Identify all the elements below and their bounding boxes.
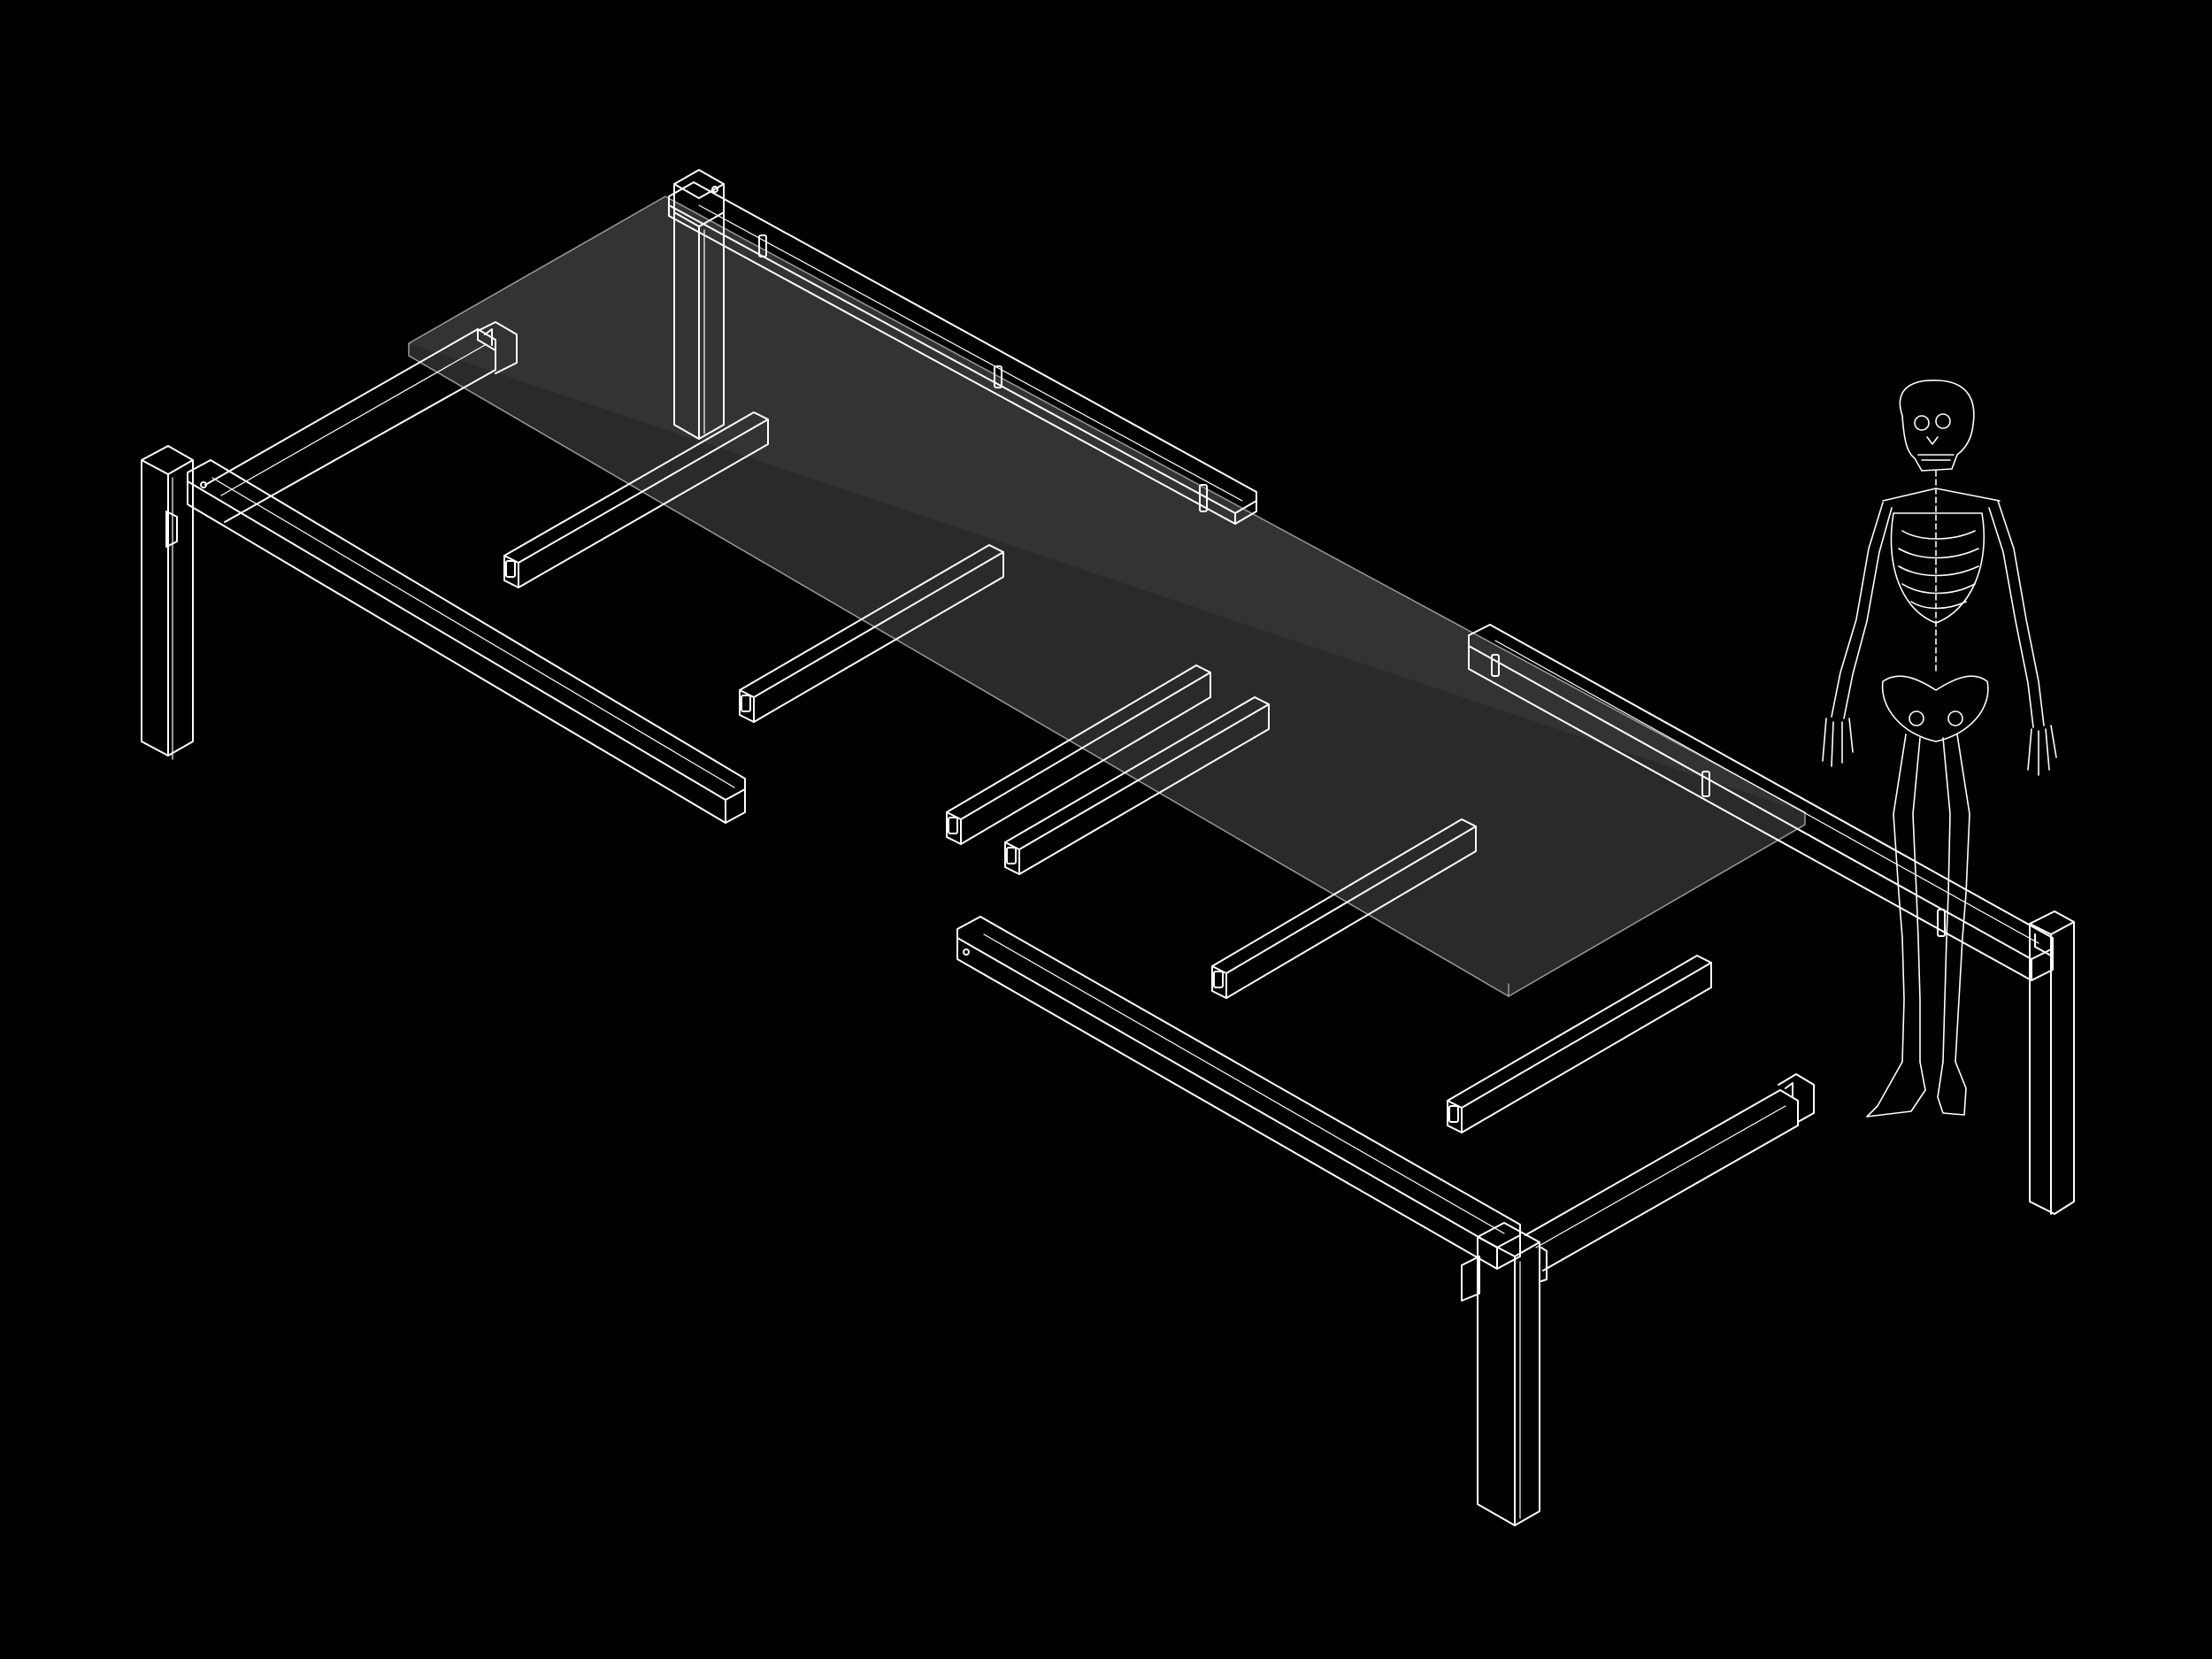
long-rail-left bbox=[187, 459, 746, 824]
top-panel bbox=[408, 196, 1806, 997]
leg-front-right bbox=[2029, 910, 2075, 1215]
cross-member-5 bbox=[1211, 818, 1477, 999]
cross-member-3 bbox=[946, 664, 1211, 845]
cross-member-1 bbox=[503, 411, 769, 588]
leg-back-far bbox=[673, 169, 725, 440]
short-rail-front bbox=[1525, 1073, 1815, 1271]
long-rail-back bbox=[668, 181, 1257, 525]
cross-member-2 bbox=[739, 544, 1004, 723]
leg-back-left bbox=[141, 445, 194, 760]
skeleton-scale-figure bbox=[1822, 380, 2057, 1118]
short-rail-left bbox=[204, 321, 518, 523]
cross-member-6 bbox=[1447, 955, 1712, 1133]
cross-member-4 bbox=[1004, 696, 1270, 875]
leg-front-bottom bbox=[1461, 1222, 1548, 1526]
long-rail-front-lower bbox=[956, 916, 1521, 1270]
